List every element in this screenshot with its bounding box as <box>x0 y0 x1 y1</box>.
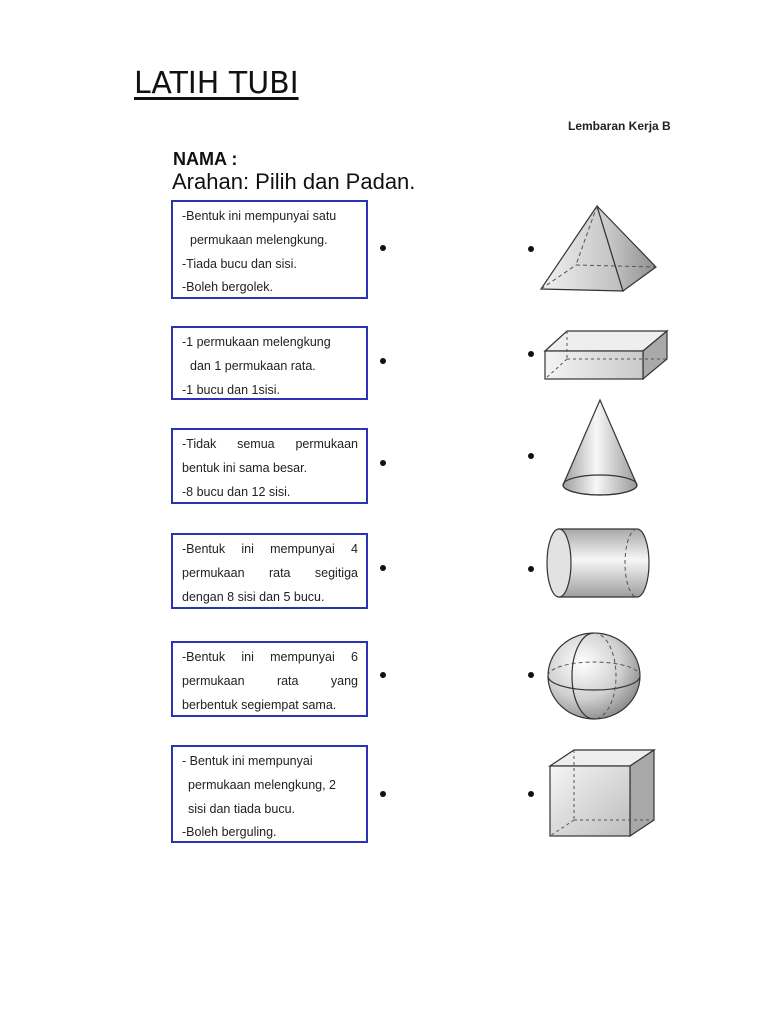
match-dot-left-5[interactable] <box>380 672 386 678</box>
description-line: sisi dan tiada bucu. <box>188 801 296 816</box>
word: yang <box>330 673 358 688</box>
match-dot-right-6[interactable] <box>528 791 534 797</box>
description-box-3: -Tidak semua permukaan bentuk ini sama bes… <box>171 428 368 504</box>
description-line: -8 bucu dan 12 sisi. <box>182 484 291 499</box>
description-line: permukaan rata segitiga <box>182 562 358 586</box>
description-box-2: -1 permukaan melengkung dan 1 permukaan … <box>171 326 368 400</box>
description-line: -Tidak semua permukaan <box>182 433 358 457</box>
description-box-6: - Bentuk ini mempunyai permukaan melengk… <box>171 745 368 843</box>
word: -Bentuk <box>182 650 226 664</box>
word: permukaan <box>182 673 245 688</box>
description-line: -Bentuk ini mempunyai 4 <box>182 538 358 562</box>
description-line: -1 bucu dan 1sisi. <box>182 382 280 397</box>
word: 6 <box>351 650 358 664</box>
match-dot-right-1[interactable] <box>528 246 534 252</box>
word: permukaan <box>295 437 358 451</box>
cuboid-icon <box>543 329 669 381</box>
description-line: permukaan melengkung, 2 <box>188 777 337 792</box>
description-box-1: -Bentuk ini mempunyai satu permukaan mel… <box>171 200 368 299</box>
word: permukaan <box>182 565 245 580</box>
word: rata <box>268 565 291 580</box>
word: 4 <box>351 542 358 556</box>
description-line: -Bentuk ini mempunyai satu <box>182 209 337 223</box>
description-line: berbentuk segiempat sama. <box>182 697 337 712</box>
description-line: permukaan melengkung. <box>190 232 328 247</box>
description-line: - Bentuk ini mempunyai <box>182 754 313 768</box>
match-dot-right-4[interactable] <box>528 566 534 572</box>
cube-icon <box>548 748 656 838</box>
description-box-5: -Bentuk ini mempunyai 6 permukaan rata yang b… <box>171 641 368 717</box>
description-line: -Tiada bucu dan sisi. <box>182 256 297 271</box>
word: rata <box>276 673 299 688</box>
match-dot-right-2[interactable] <box>528 351 534 357</box>
word: ini <box>241 650 254 664</box>
description-line: permukaan rata yang <box>182 670 358 694</box>
description-line: bentuk ini sama besar. <box>182 460 308 475</box>
description-line: dan 1 permukaan rata. <box>190 358 316 373</box>
match-dot-left-4[interactable] <box>380 565 386 571</box>
word: semua <box>237 437 275 451</box>
word: segitiga <box>314 565 358 580</box>
description-line: -1 permukaan melengkung <box>182 335 331 349</box>
cone-icon <box>562 398 638 496</box>
word: mempunyai <box>270 542 335 556</box>
description-line: dengan 8 sisi dan 5 bucu. <box>182 589 325 604</box>
description-line: -Boleh berguling. <box>182 825 277 840</box>
description-line: -Bentuk ini mempunyai 6 <box>182 646 358 670</box>
page-title: LATIH TUBI <box>134 66 299 101</box>
match-dot-right-3[interactable] <box>528 453 534 459</box>
match-dot-left-1[interactable] <box>380 245 386 251</box>
match-dot-left-3[interactable] <box>380 460 386 466</box>
name-label: NAMA : <box>173 149 238 169</box>
instruction-text: Arahan: Pilih dan Padan. <box>172 169 416 194</box>
worksheet-label: Lembaran Kerja B <box>568 119 671 133</box>
word: ini <box>241 542 254 556</box>
word: mempunyai <box>270 650 335 664</box>
match-dot-left-6[interactable] <box>380 791 386 797</box>
match-dot-right-5[interactable] <box>528 672 534 678</box>
description-box-4: -Bentuk ini mempunyai 4 permukaan rata segiti… <box>171 533 368 609</box>
match-dot-left-2[interactable] <box>380 358 386 364</box>
sphere-icon <box>547 632 641 720</box>
square-pyramid-icon <box>539 204 657 292</box>
word: -Tidak <box>182 437 217 451</box>
description-line: -Boleh bergolek. <box>182 280 274 295</box>
cylinder-icon <box>546 528 650 598</box>
word: -Bentuk <box>182 542 226 556</box>
